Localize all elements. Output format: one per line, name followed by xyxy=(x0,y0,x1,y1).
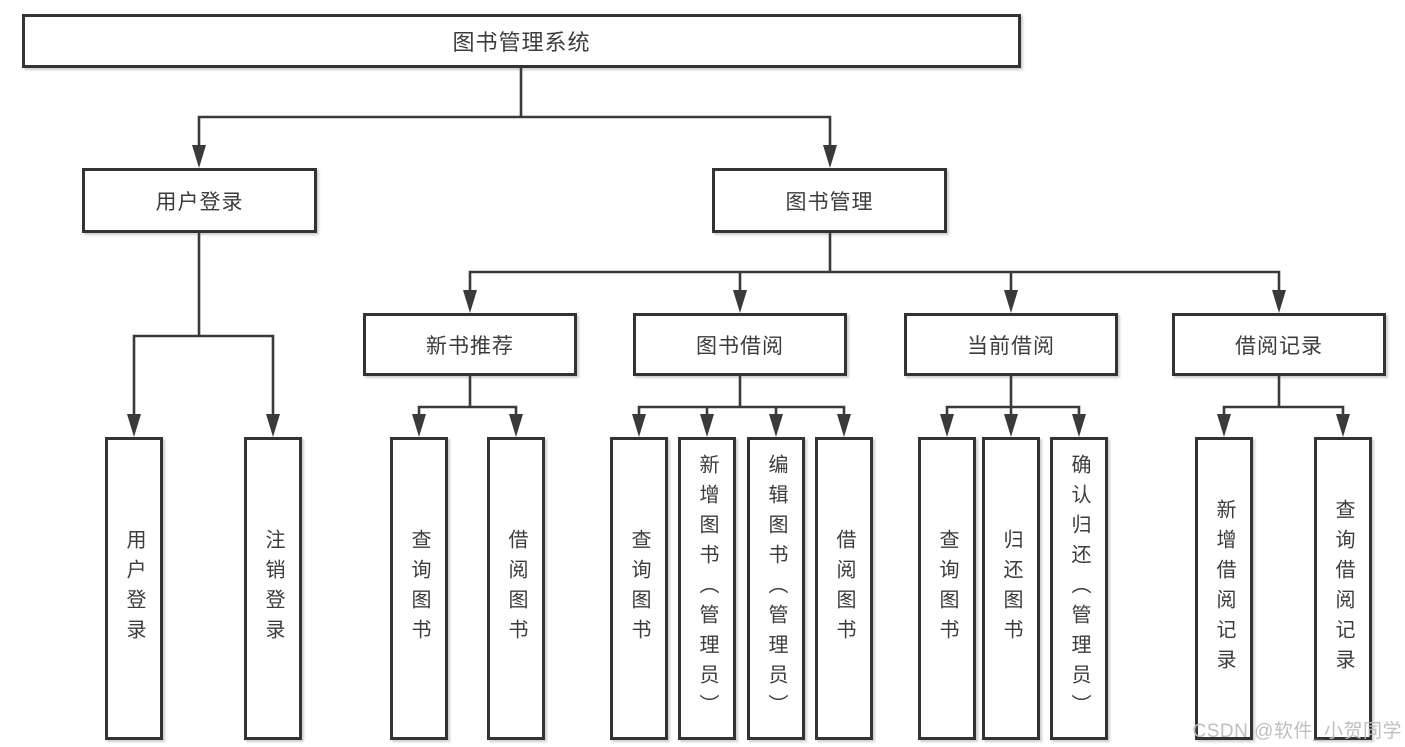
connector-root-to-level2 xyxy=(192,68,837,168)
node-label: 图书借阅 xyxy=(696,334,784,358)
node-label: 查询图书 xyxy=(408,528,430,649)
node-label: 新书推荐 xyxy=(426,334,514,358)
node-label: 查询借阅记录 xyxy=(1332,498,1354,679)
node-library-management-system: 图书管理系统 xyxy=(22,14,1021,68)
connector-new-book-children xyxy=(412,376,523,437)
connector-user-login-children xyxy=(127,233,280,437)
node-label: 注销登录 xyxy=(262,528,284,649)
watermark-text: CSDN @软件_小贺同学 xyxy=(1192,721,1402,742)
connector-current-borrow-children xyxy=(940,376,1086,437)
leaf-query-book-current: 查询图书 xyxy=(918,437,976,740)
connector-book-management-children xyxy=(463,233,1286,313)
leaf-return-book: 归还图书 xyxy=(982,437,1040,740)
node-label: 用户登录 xyxy=(123,528,145,649)
node-label: 图书管理 xyxy=(785,190,874,214)
leaf-logout: 注销登录 xyxy=(244,437,302,740)
leaf-query-book-borrow: 查询图书 xyxy=(610,437,668,740)
leaf-query-borrow-record: 查询借阅记录 xyxy=(1314,437,1372,740)
node-label: 编辑图书（管理员） xyxy=(765,453,787,724)
node-book-management: 图书管理 xyxy=(712,168,947,233)
node-borrow-records: 借阅记录 xyxy=(1172,313,1386,376)
node-label: 新增借阅记录 xyxy=(1213,498,1235,679)
node-new-book-recommend: 新书推荐 xyxy=(363,313,577,376)
node-label: 借阅记录 xyxy=(1235,334,1323,358)
leaf-confirm-return-admin: 确认归还（管理员） xyxy=(1050,437,1108,740)
node-user-login: 用户登录 xyxy=(82,168,317,233)
connector-borrow-records-children xyxy=(1217,376,1350,437)
connector-book-borrow-children xyxy=(632,376,851,437)
leaf-user-login: 用户登录 xyxy=(105,437,163,740)
leaf-borrow-book: 借阅图书 xyxy=(815,437,873,740)
leaf-edit-book-admin: 编辑图书（管理员） xyxy=(747,437,805,740)
node-label: 查询图书 xyxy=(628,528,650,649)
node-label: 图书管理系统 xyxy=(452,30,591,55)
leaf-add-borrow-record: 新增借阅记录 xyxy=(1195,437,1253,740)
leaf-query-book-newbook: 查询图书 xyxy=(390,437,448,740)
node-book-borrow: 图书借阅 xyxy=(633,313,847,376)
leaf-borrow-book-newbook: 借阅图书 xyxy=(487,437,545,740)
node-label: 确认归还（管理员） xyxy=(1068,453,1090,724)
leaf-add-book-admin: 新增图书（管理员） xyxy=(678,437,736,740)
node-label: 用户登录 xyxy=(155,190,244,214)
node-current-borrow: 当前借阅 xyxy=(904,313,1118,376)
node-label: 借阅图书 xyxy=(833,528,855,649)
node-label: 新增图书（管理员） xyxy=(696,453,718,724)
node-label: 查询图书 xyxy=(936,528,958,649)
node-label: 归还图书 xyxy=(1000,528,1022,649)
node-label: 借阅图书 xyxy=(505,528,527,649)
node-label: 当前借阅 xyxy=(967,334,1055,358)
